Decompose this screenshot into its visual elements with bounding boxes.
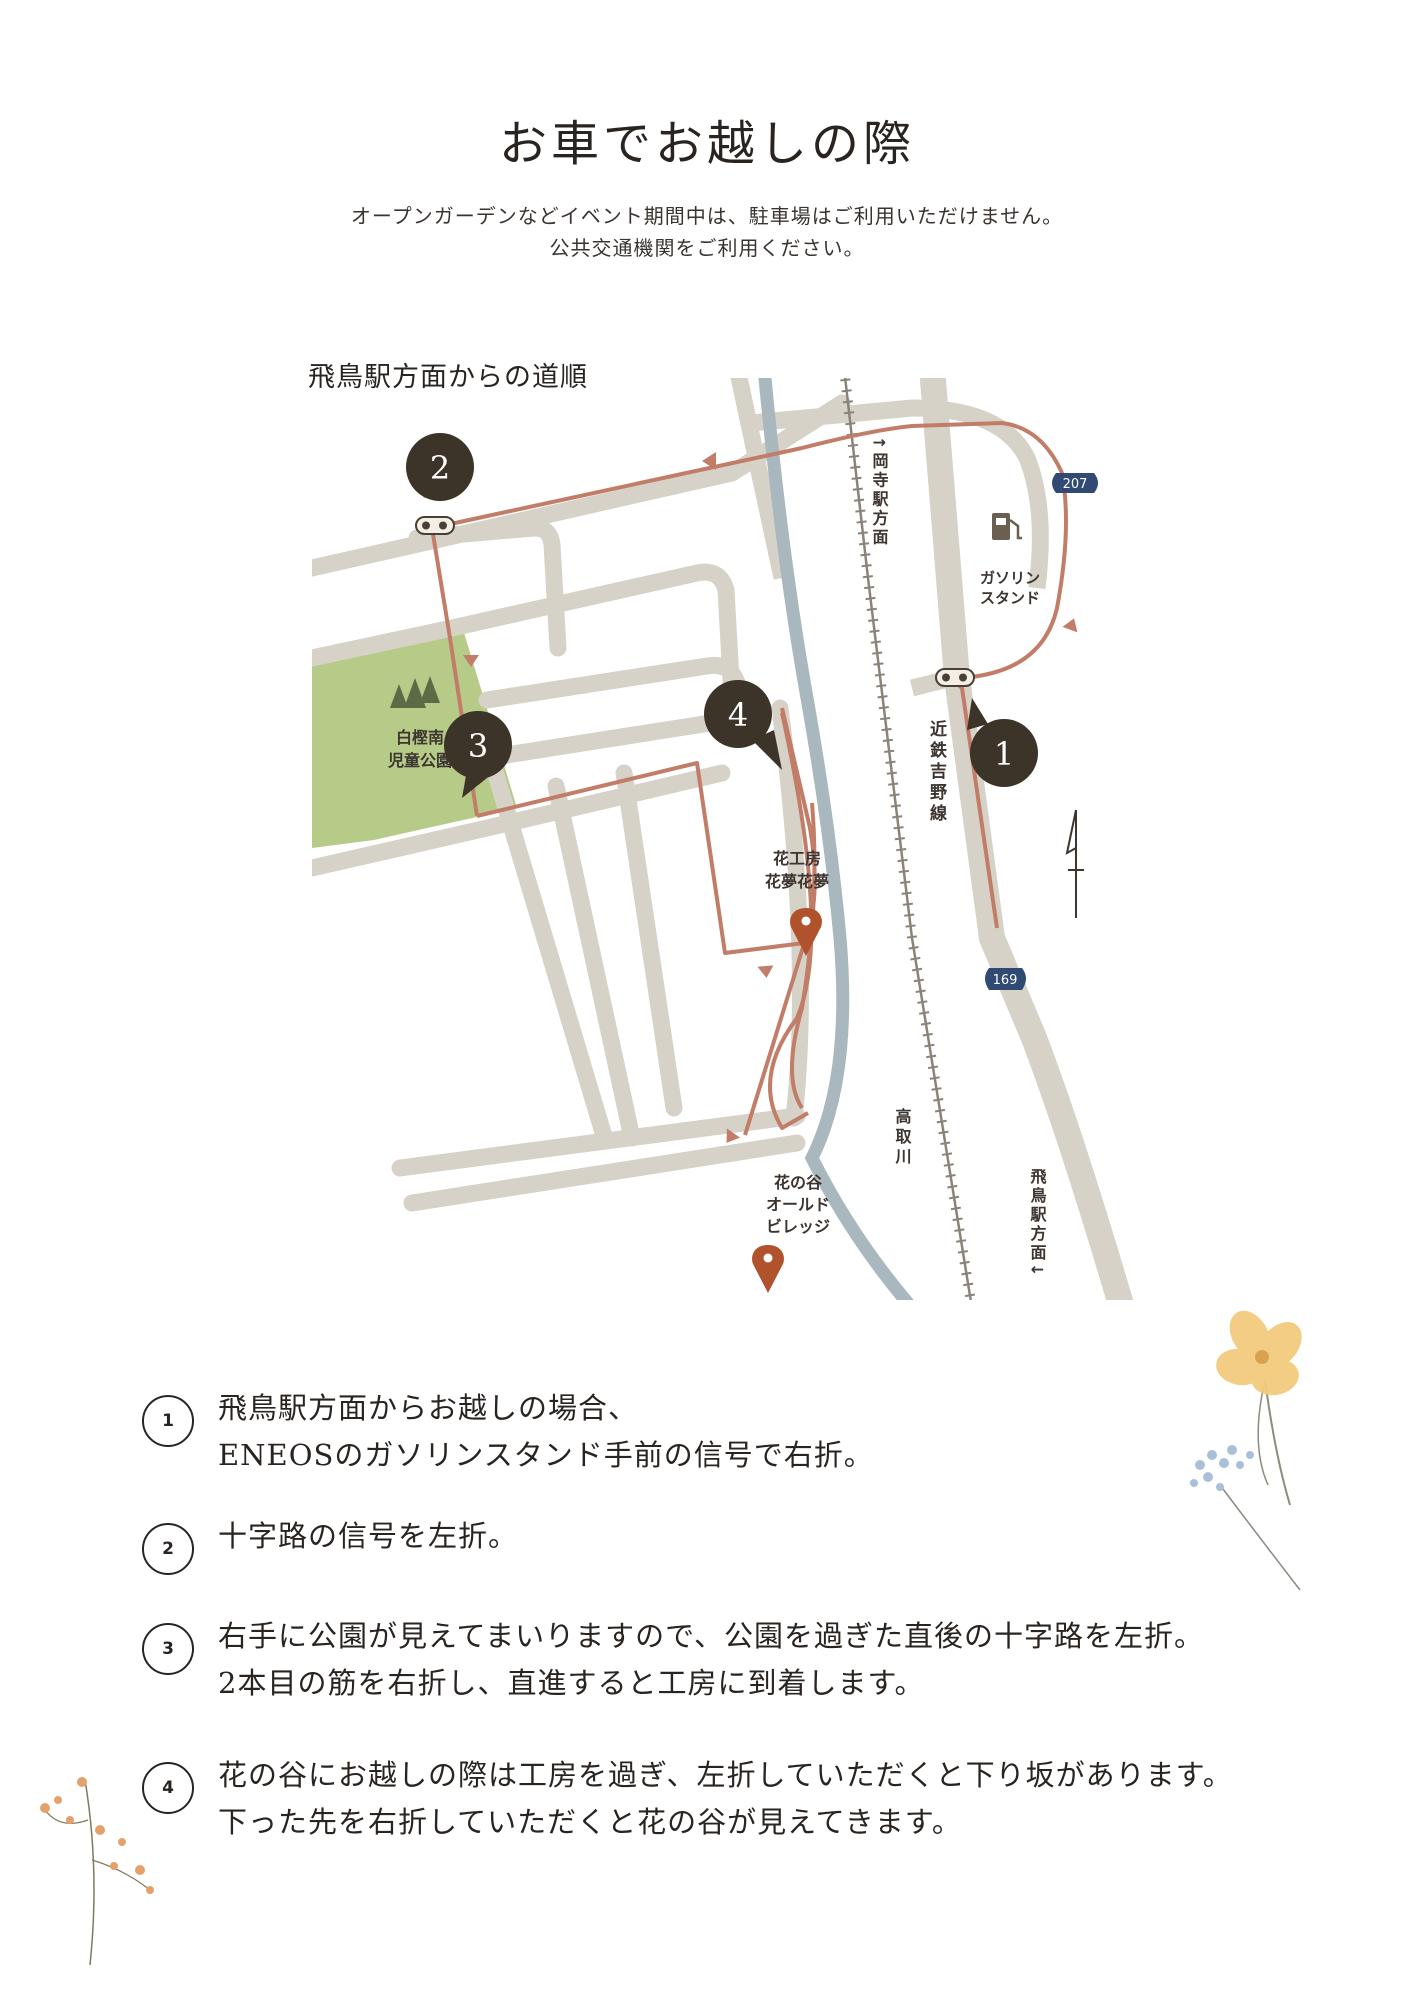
- map-pin-icon: [752, 1245, 784, 1293]
- traffic-signal-icon: [935, 668, 975, 687]
- step-2-line-1: 十字路の信号を左折。: [218, 1519, 519, 1553]
- tree-icon: [390, 676, 440, 708]
- route-169-shield: 169: [985, 968, 1026, 990]
- river: [758, 378, 914, 1300]
- svg-text:2: 2: [430, 449, 450, 487]
- svg-text:207: 207: [1063, 477, 1088, 492]
- svg-text:4: 4: [728, 696, 748, 734]
- step-4-line-2: 下った先を右折していただくと花の谷が見えてきます。: [218, 1805, 962, 1839]
- railway: [840, 378, 976, 1300]
- route-207-shield: 207: [1052, 473, 1098, 493]
- route-map: 白樫南 児童公園 ガソリン スタンド 207 169 ↑岡寺駅方面 近鉄吉野線 …: [312, 378, 1134, 1300]
- step-3-line-1: 右手に公園が見えてまいりますので、公園を過ぎた直後の十字路を左折。: [218, 1619, 1204, 1653]
- village-label-2: オールド: [766, 1195, 830, 1214]
- park-label-2: 児童公園: [387, 751, 452, 770]
- map-pin-icon: [790, 908, 822, 956]
- svg-text:169: 169: [993, 973, 1018, 988]
- north-arrow-icon: [1065, 809, 1084, 918]
- upper-loop-road: [751, 399, 1049, 590]
- map-marker-3: 3: [444, 711, 512, 798]
- asuka-direction-label: 飛鳥駅方面↓: [1028, 1168, 1048, 1279]
- flower-decoration-icon: [40, 1777, 154, 1966]
- svg-text:3: 3: [468, 727, 488, 765]
- side-road: [730, 378, 791, 580]
- step-number-badge: 2: [142, 1523, 194, 1575]
- park-label-1: 白樫南: [396, 728, 444, 747]
- step-3-line-2: 2本目の筋を右折し、直進すると工房に到着します。: [218, 1666, 925, 1700]
- main-road: [919, 378, 1134, 1300]
- shop-label-1: 花工房: [773, 849, 821, 868]
- traffic-signal-icon: [415, 516, 455, 535]
- parking-notice-line2: 公共交通機関をご利用ください。: [549, 236, 865, 260]
- step-1-line-1: 飛鳥駅方面からお越しの場合、: [218, 1391, 639, 1425]
- okadera-direction-label: ↑岡寺駅方面: [870, 436, 890, 547]
- step-number-badge: 1: [142, 1395, 194, 1447]
- svg-text:1: 1: [994, 735, 1014, 773]
- step-number-badge: 4: [142, 1762, 194, 1814]
- page-title: お車でお越しの際: [498, 116, 915, 172]
- village-label-1: 花の谷: [774, 1173, 823, 1192]
- map-marker-2: 2: [406, 433, 474, 501]
- shop-label-2: 花夢花夢: [765, 872, 829, 891]
- parking-notice-line1: オープンガーデンなどイベント期間中は、駐車場はご利用いただけません。: [350, 204, 1064, 228]
- step-4-line-1: 花の谷にお越しの際は工房を過ぎ、左折していただくと下り坂があります。: [218, 1758, 1233, 1792]
- step-1-line-2: ENEOSのガソリンスタンド手前の信号で右折。: [218, 1438, 874, 1472]
- map-marker-4: 4: [704, 680, 782, 770]
- map-heading: 飛鳥駅方面からの道順: [308, 362, 588, 393]
- village-label-3: ビレッジ: [766, 1217, 830, 1236]
- map-marker-1: 1: [967, 698, 1038, 787]
- river-label: 高取川: [893, 1107, 913, 1168]
- flower-decoration-icon: [1190, 1310, 1302, 1591]
- gas-label-2: スタンド: [980, 589, 1040, 607]
- step-number-badge: 3: [142, 1623, 194, 1675]
- gas-pump-icon: [992, 513, 1022, 540]
- gas-label-1: ガソリン: [980, 569, 1040, 587]
- route-arrows: [463, 452, 1078, 1143]
- railway-label: 近鉄吉野線: [926, 719, 947, 825]
